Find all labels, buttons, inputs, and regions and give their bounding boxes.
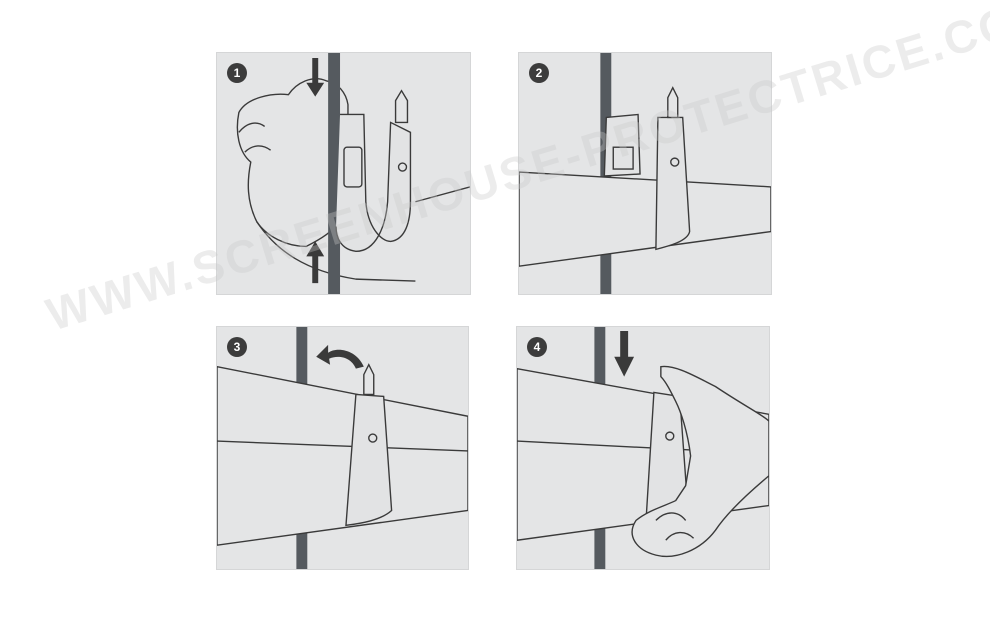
step-number-badge: 1 xyxy=(227,63,247,83)
hanger-strap xyxy=(335,113,412,253)
down-arrow-icon xyxy=(306,57,325,97)
hanger-strap xyxy=(345,393,393,527)
step-1-panel: 1 xyxy=(216,52,471,295)
step-1-illustration xyxy=(236,53,470,294)
step-4-panel: 4 xyxy=(516,326,770,570)
step-number-badge: 3 xyxy=(227,337,247,357)
pipe xyxy=(217,365,468,546)
curved-arrow-icon xyxy=(316,344,364,369)
step-3-illustration xyxy=(217,327,468,569)
hanger-strap xyxy=(655,116,691,251)
down-arrow-icon xyxy=(614,330,635,377)
step-number-badge: 2 xyxy=(529,63,549,83)
pipe xyxy=(519,171,771,267)
step-2-illustration xyxy=(519,53,771,294)
step-number-badge: 4 xyxy=(527,337,547,357)
step-4-illustration xyxy=(517,327,769,569)
up-arrow-icon xyxy=(306,241,325,284)
watermark-text: WWW.SCREENHOUSE-PROTECTRICE.COM xyxy=(40,0,990,341)
step-3-panel: 3 xyxy=(216,326,469,570)
hand-illustration xyxy=(631,365,769,557)
step-2-panel: 2 xyxy=(518,52,772,295)
threaded-rod xyxy=(328,53,341,294)
